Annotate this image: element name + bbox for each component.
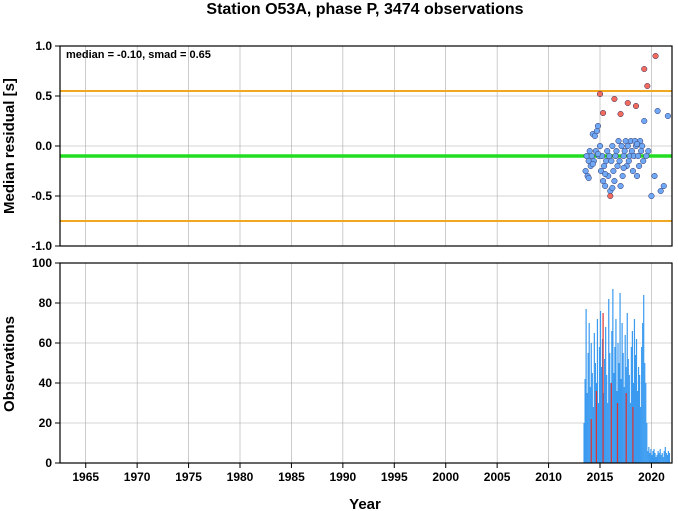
residual-grid [60, 45, 672, 247]
x-tick-label: 2010 [535, 470, 562, 484]
residual-point [635, 152, 642, 160]
y-tick-label: -0.5 [31, 189, 52, 203]
residual-point [600, 109, 607, 117]
residual-point [596, 142, 604, 150]
residual-point [611, 95, 618, 103]
stats-annotation: median = -0.10, smad = 0.65 [66, 49, 211, 61]
residual-point [597, 167, 605, 175]
residual-point [652, 52, 659, 60]
x-tick-label: 1975 [175, 470, 202, 484]
residual-point [664, 112, 671, 120]
observation-bars [583, 289, 671, 463]
y-tick-label: 100 [32, 256, 52, 270]
residual-point [625, 157, 632, 165]
residual-point [609, 184, 616, 192]
residual-point [616, 157, 623, 165]
residual-point [633, 140, 641, 148]
residual-point [644, 82, 651, 90]
residual-point [651, 172, 658, 180]
residual-point [638, 147, 645, 155]
residual-point [632, 102, 640, 110]
residual-point [660, 182, 667, 190]
year-x-ticks: 1965 1970 1975 1980 1985 1990 1995 2000 2005 2010… [72, 463, 665, 484]
x-tick-label: 1970 [124, 470, 151, 484]
residual-point [639, 142, 646, 150]
observations-y-axis-label: Observations [1, 316, 18, 412]
residual-point [624, 142, 631, 150]
y-tick-label: 0.0 [35, 139, 52, 153]
x-tick-label: 1980 [227, 470, 254, 484]
residual-point [657, 187, 664, 195]
observations-frame [59, 262, 673, 464]
residual-point [589, 160, 596, 168]
residual-point [641, 117, 648, 125]
residual-panel: -1.0 -0.5 0.0 0.5 1.0 median = -0.10, smad =… [1, 39, 673, 253]
residual-point [602, 182, 609, 190]
residual-point [633, 172, 641, 180]
residual-y-axis-label: Median residual [s] [1, 78, 18, 214]
y-tick-label: 40 [39, 376, 53, 390]
reference-lines [60, 90, 672, 222]
x-tick-label: 2015 [587, 470, 614, 484]
y-tick-label: -1.0 [31, 239, 52, 253]
residual-point [613, 147, 620, 155]
residual-point [641, 65, 648, 73]
observations-y-ticks: 0 20 40 60 80 100 [32, 256, 60, 470]
y-tick-label: 20 [39, 416, 53, 430]
residual-point [645, 147, 652, 155]
x-tick-label: 2000 [432, 470, 459, 484]
residual-point [619, 172, 626, 180]
x-tick-label: 2020 [638, 470, 665, 484]
y-tick-label: 0 [45, 456, 52, 470]
residual-point [620, 164, 627, 172]
x-tick-label: 1985 [278, 470, 305, 484]
observations-grid [60, 262, 672, 464]
observations-panel: 0 20 40 60 80 100 1965 1970 1975 1980 1985 1990 199… [1, 256, 673, 511]
residual-point [596, 90, 604, 98]
chart-title: Station O53A, phase P, 3474 observations [206, 1, 523, 18]
residual-point [624, 99, 631, 107]
residual-point [603, 157, 610, 165]
x-tick-label: 2005 [484, 470, 511, 484]
residual-point [621, 147, 628, 155]
y-tick-label: 0.5 [35, 89, 52, 103]
residual-point [648, 192, 655, 200]
residual-point [618, 142, 625, 150]
residual-point [611, 177, 618, 185]
residual-point [593, 127, 600, 135]
residual-point [629, 167, 636, 175]
residual-y-ticks: -1.0 -0.5 0.0 0.5 1.0 [31, 39, 60, 253]
residual-point [607, 192, 614, 200]
residual-point [617, 110, 624, 118]
residual-point [585, 174, 592, 182]
residual-point [636, 162, 643, 170]
residual-point [609, 142, 616, 150]
residual-points [582, 52, 671, 200]
y-tick-label: 1.0 [35, 39, 52, 53]
residual-point [615, 137, 622, 145]
x-tick-label: 1995 [381, 470, 408, 484]
residual-point [617, 182, 624, 190]
residual-point [594, 150, 601, 158]
residual-point [612, 152, 619, 160]
x-tick-label: 1990 [330, 470, 357, 484]
residual-point [654, 107, 661, 115]
residual-point [608, 157, 615, 165]
residual-point [610, 167, 617, 175]
y-tick-label: 80 [39, 296, 53, 310]
y-tick-label: 60 [39, 336, 53, 350]
x-tick-label: 1965 [72, 470, 99, 484]
residual-point [602, 170, 609, 178]
residual-point [640, 157, 647, 165]
residual-point [620, 152, 627, 160]
x-axis-label: Year [349, 496, 381, 511]
residual-point [594, 122, 601, 130]
